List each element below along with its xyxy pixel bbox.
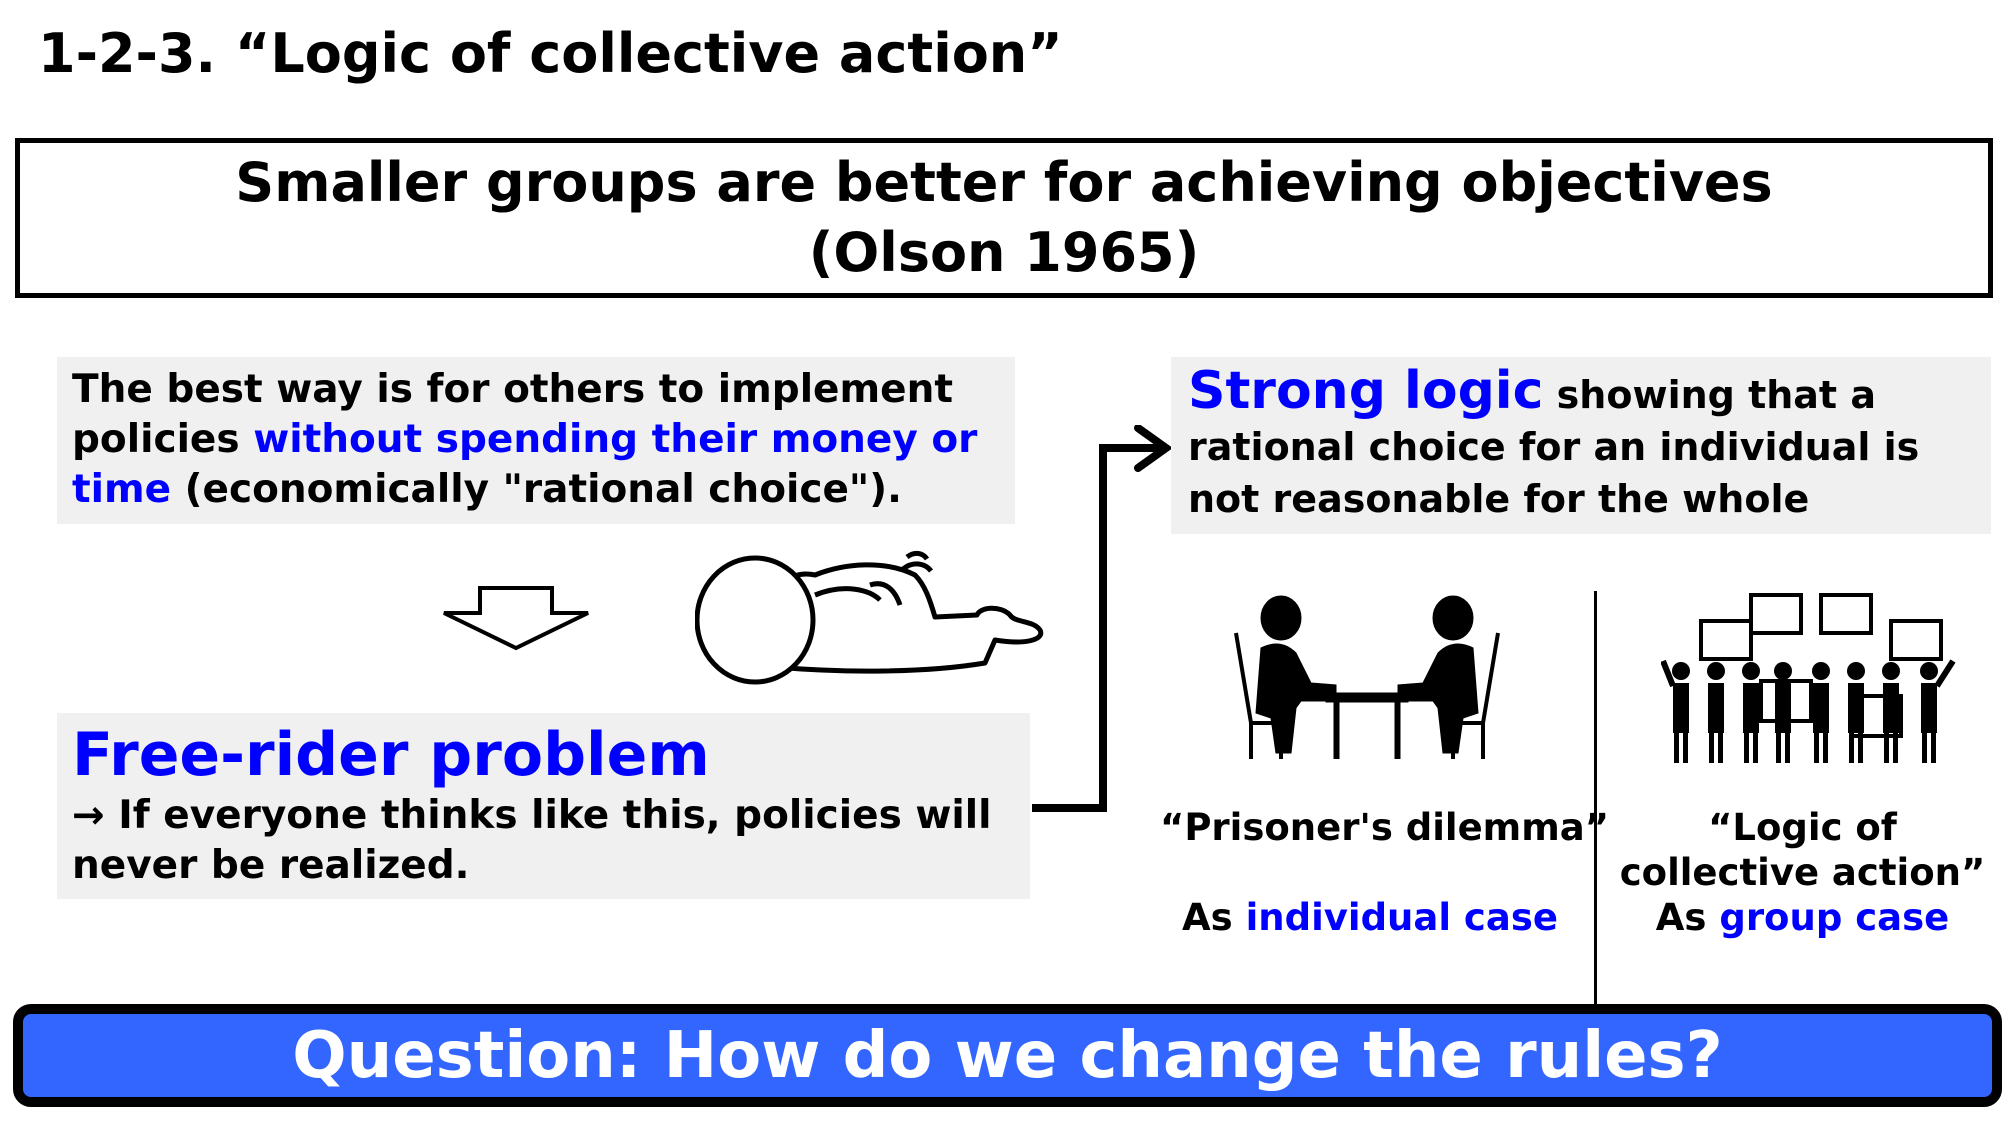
rational-choice-box: The best way is for others to implement …	[57, 357, 1015, 524]
group-case-prefix: As	[1655, 896, 1720, 939]
strong-logic-text: showing that a rational choice for an in…	[1188, 373, 1920, 521]
thesis-line-2: (Olson 1965)	[808, 221, 1200, 284]
question-banner: Question: How do we change the rules?	[13, 1004, 2002, 1107]
free-rider-heading: Free-rider problem	[72, 720, 710, 790]
lying-person-icon	[695, 550, 1044, 685]
individual-case-highlight: individual case	[1245, 896, 1558, 939]
free-rider-box: Free-rider problem → If everyone thinks …	[57, 713, 1030, 899]
protest-group-icon	[1661, 593, 1956, 763]
rational-text-before: The best way is for others to implement …	[72, 367, 954, 462]
group-case-caption: As group case	[1605, 895, 2000, 940]
rational-text-after: (economically "rational choice").	[171, 467, 902, 512]
individual-case-prefix: As	[1182, 896, 1246, 939]
thesis-box: Smaller groups are better for achieving …	[15, 138, 1993, 298]
down-arrow-icon	[443, 586, 589, 651]
divider-line	[1594, 591, 1597, 1004]
individual-case-caption: As individual case	[1160, 895, 1580, 940]
free-rider-text: → If everyone thinks like this, policies…	[72, 793, 992, 888]
group-case-highlight: group case	[1719, 896, 1950, 939]
collective-action-label: “Logic of collective action”	[1619, 806, 1986, 894]
strong-logic-highlight: Strong logic	[1188, 361, 1544, 421]
strong-logic-box: Strong logic showing that a rational cho…	[1171, 357, 1991, 534]
thesis-line-1: Smaller groups are better for achieving …	[235, 151, 1773, 214]
rational-highlight: without spending their money or time	[72, 417, 978, 512]
prisoners-dilemma-icon	[1234, 595, 1500, 759]
connector-arrow-icon	[1032, 425, 1173, 812]
prisoners-dilemma-label: “Prisoner's dilemma”	[1160, 806, 1610, 849]
question-text: Question: How do we change the rules?	[292, 1018, 1723, 1093]
slide-title: 1-2-3. “Logic of collective action”	[38, 22, 1063, 85]
